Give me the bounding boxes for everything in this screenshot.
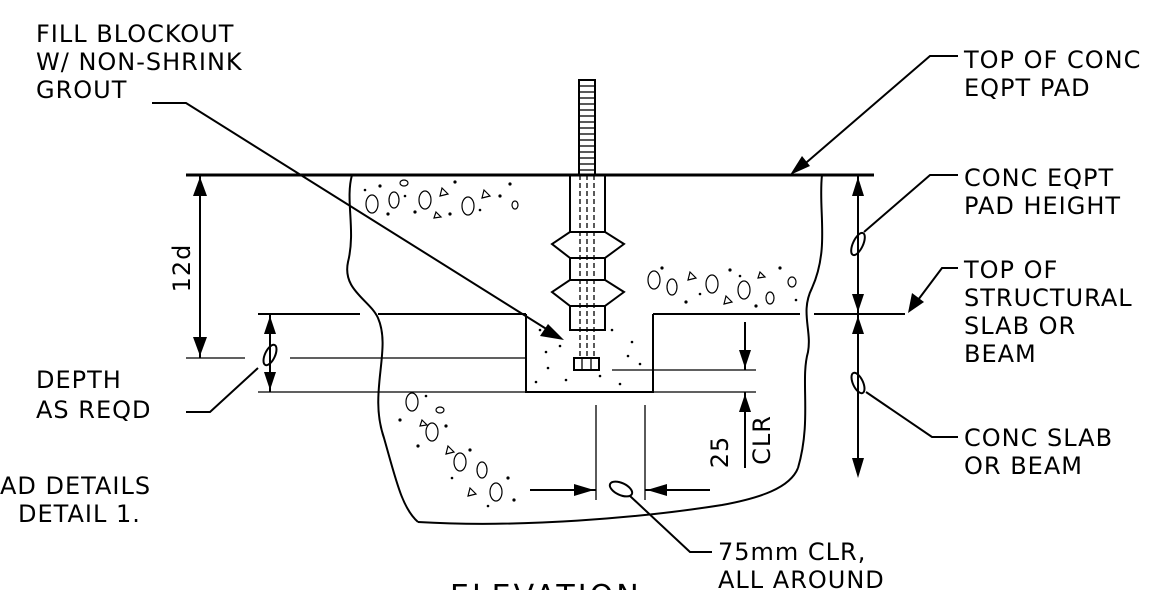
dimension-75-clr [530, 405, 712, 553]
svg-text:CONC EQPT: CONC EQPT [964, 164, 1114, 192]
label-top-pad: TOP OF CONC EQPT PAD [963, 46, 1141, 102]
svg-text:EQPT PAD: EQPT PAD [964, 74, 1091, 102]
aggregate-hatch-slab [398, 392, 516, 508]
bolt-sleeve [550, 174, 626, 331]
svg-text:OR BEAM: OR BEAM [964, 452, 1083, 480]
svg-text:AS REQD: AS REQD [36, 396, 152, 424]
dimension-25-clr: 25 CLR [612, 322, 776, 468]
drawing-title: ELEVATION [450, 579, 642, 590]
svg-text:TOP OF: TOP OF [963, 256, 1058, 284]
svg-text:W/ NON-SHRINK: W/ NON-SHRINK [36, 48, 243, 76]
svg-text:DEPTH: DEPTH [36, 366, 122, 394]
svg-text:STRUCTURAL: STRUCTURAL [964, 284, 1133, 312]
right-break-line [797, 174, 824, 469]
svg-text:ALL AROUND: ALL AROUND [718, 566, 885, 590]
svg-text:FILL BLOCKOUT: FILL BLOCKOUT [36, 20, 234, 48]
label-top-slab: TOP OF STRUCTURAL SLAB OR BEAM [963, 256, 1133, 368]
leaders [152, 55, 958, 340]
svg-text:TOP OF CONC: TOP OF CONC [963, 46, 1141, 74]
anchor-bolt [550, 79, 626, 371]
bottom-break-line [417, 467, 799, 525]
bolt-head [573, 357, 600, 371]
dimension-depth [186, 314, 756, 413]
dim-clr-label: CLR [748, 415, 776, 465]
svg-text:DETAIL 1.: DETAIL 1. [18, 500, 141, 528]
label-pad-height: CONC EQPT PAD HEIGHT [964, 164, 1121, 220]
dimension-12d: 12d [168, 175, 526, 359]
grout-blockout [525, 314, 654, 393]
concrete-outline [186, 173, 905, 525]
svg-text:PAD HEIGHT: PAD HEIGHT [964, 192, 1121, 220]
dim-25-label: 25 [706, 436, 734, 469]
label-75-clr: 75mm CLR, ALL AROUND [718, 538, 885, 590]
svg-text:75mm CLR,: 75mm CLR, [718, 538, 866, 566]
label-slab-beam: CONC SLAB OR BEAM [964, 424, 1113, 480]
dimension-right [850, 174, 958, 478]
label-depth: DEPTH AS REQD [36, 366, 152, 424]
aggregate-hatch-pad-right [647, 266, 798, 308]
aggregate-hatch-pad-left [363, 179, 519, 219]
label-pad-details: AD DETAILS DETAIL 1. [0, 472, 151, 528]
svg-text:BEAM: BEAM [964, 340, 1037, 368]
svg-text:GROUT: GROUT [36, 76, 127, 104]
svg-text:CONC SLAB: CONC SLAB [964, 424, 1113, 452]
svg-text:AD DETAILS: AD DETAILS [0, 472, 151, 500]
grout-stipple [534, 328, 642, 386]
svg-text:SLAB OR: SLAB OR [964, 312, 1076, 340]
label-fill-blockout: FILL BLOCKOUT W/ NON-SHRINK GROUT [36, 20, 243, 104]
dim-12d-label: 12d [168, 244, 196, 293]
left-break-line [346, 174, 419, 523]
